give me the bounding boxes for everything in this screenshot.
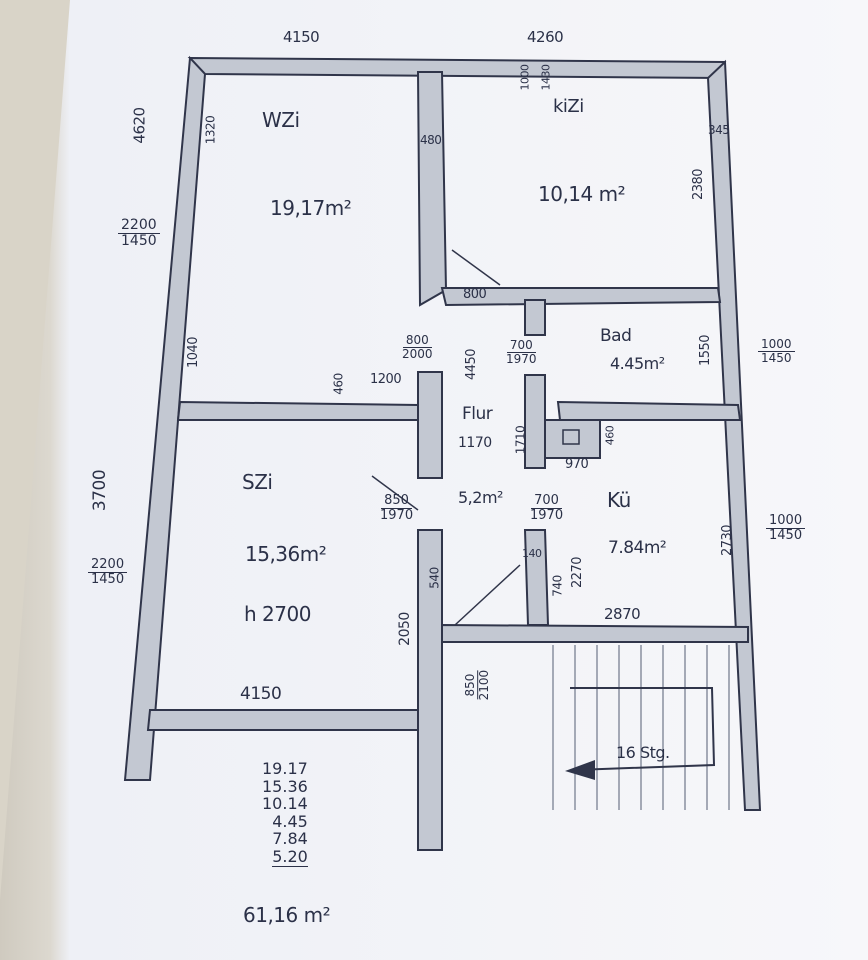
dim-top-left: 4150 <box>283 28 320 46</box>
summary-value: 7.84 <box>272 829 308 849</box>
dim-kue-2730: 2730 <box>720 524 736 557</box>
wall-chimney <box>544 419 601 459</box>
chimney-icon <box>562 429 580 445</box>
wall-wzi-bottom <box>176 400 419 421</box>
dim-szi-2050: 2050 <box>396 612 413 646</box>
dim-bad-1550: 1550 <box>698 334 714 367</box>
outer-wall-left <box>123 55 207 781</box>
summary-value: 15.36 <box>262 776 308 796</box>
wall-flur-left <box>417 371 443 479</box>
dim-bottom-4150: 4150 <box>240 684 282 704</box>
door-swing-szi <box>371 475 419 511</box>
wall-szi-bottom <box>146 709 419 731</box>
dim-step-460: 460 <box>331 373 346 395</box>
room-dim-flur: 1170 <box>458 435 492 451</box>
room-area-wzi: 19,17m² <box>270 196 352 220</box>
dim-chimney-970: 970 <box>565 457 589 472</box>
opening-height: 1970 <box>380 507 414 523</box>
opening-height: 2000 <box>402 346 433 361</box>
dim-kizi-door: 800 <box>463 287 487 302</box>
summary-value: 4.45 <box>272 811 308 831</box>
opening-width: 1000 <box>766 514 806 529</box>
room-area-flur: 5,2m² <box>458 488 503 507</box>
room-area-bad: 4.45m² <box>610 354 665 373</box>
door-swing-kue <box>454 564 521 626</box>
dim-wall-540: 540 <box>427 567 442 589</box>
wall-kue-bottom <box>441 623 749 643</box>
dim-chimney-460: 460 <box>603 425 617 446</box>
room-area-kue: 7.84m² <box>608 538 667 558</box>
dim-wall-140: 140 <box>522 547 542 560</box>
opening-width: 2200 <box>88 558 128 573</box>
outer-wall-top <box>187 56 727 80</box>
dim-step-1200: 1200 <box>370 372 402 387</box>
wall-flur-right <box>524 374 546 469</box>
opening-width: 800 <box>402 334 432 348</box>
stair-arrowhead-icon <box>565 760 595 780</box>
opening-height: 1970 <box>506 351 537 366</box>
dim-left-upper: 4620 <box>130 107 149 144</box>
dim-top-window-b: 1430 <box>539 64 553 91</box>
opening-width: 700 <box>531 494 562 509</box>
dim-wall-740: 740 <box>550 575 565 597</box>
area-summary: 19.17 15.36 10.14 4.45 7.84 5.20 <box>262 760 308 867</box>
wall-wzi-kizi <box>416 71 448 307</box>
opening-width: 700 <box>506 339 536 353</box>
opening-height: 1450 <box>761 350 792 365</box>
dim-flur-1710: 1710 <box>513 425 528 455</box>
opening-height: 1450 <box>769 527 803 543</box>
room-name-kizi: kiZi <box>553 96 584 117</box>
summary-value: 19.17 <box>262 759 308 778</box>
opening-height: 1450 <box>91 571 125 587</box>
door-swing-kizi <box>451 249 501 286</box>
opening-height: 2100 <box>476 669 491 701</box>
dim-kizi-height: 2380 <box>691 168 707 201</box>
opening-width: 850 <box>463 670 478 700</box>
wall-bad-bottom <box>556 400 742 421</box>
opening-width: 2200 <box>118 218 160 234</box>
room-name-kue: Kü <box>607 488 631 512</box>
dim-top-window-a: 1000 <box>518 64 532 91</box>
summary-value: 10.14 <box>262 794 308 814</box>
dim-kue-2270: 2270 <box>570 556 586 589</box>
stair-steps <box>552 645 730 810</box>
summary-value: 5.20 <box>272 846 308 867</box>
room-name-szi: SZi <box>242 470 273 494</box>
wall-szi-flur-lower <box>417 529 443 851</box>
room-area-szi: 15,36m² <box>245 542 327 566</box>
wall-bad-top-stub <box>524 299 546 336</box>
dim-wall-480: 480 <box>420 133 442 147</box>
dim-left-lower: 3700 <box>90 469 111 512</box>
wall-kue-left <box>523 529 550 626</box>
room-name-bad: Bad <box>600 326 632 346</box>
dim-kue-2870: 2870 <box>604 605 641 623</box>
dim-right-345: 345 <box>708 123 730 137</box>
dim-wzi-lower: 1040 <box>186 336 202 369</box>
opening-width: 850 <box>381 494 412 509</box>
wall-kizi-bottom <box>440 287 722 307</box>
room-name-flur: Flur <box>462 404 493 424</box>
room-height-szi: h 2700 <box>244 602 311 626</box>
room-name-wzi: WZi <box>262 108 300 132</box>
dim-flur-4450: 4450 <box>464 348 480 381</box>
room-area-kizi: 10,14 m² <box>538 182 626 206</box>
total-area: 61,16 m² <box>243 903 331 927</box>
opening-height: 1450 <box>121 232 157 249</box>
stairs-label: 16 Stg. <box>616 743 670 762</box>
stair-direction-arrow <box>570 687 716 771</box>
dim-top-right: 4260 <box>527 28 564 46</box>
opening-width: 1000 <box>758 338 795 352</box>
outer-wall-right <box>706 59 762 811</box>
dim-wzi-side: 1320 <box>203 115 218 145</box>
opening-height: 1970 <box>530 507 564 523</box>
